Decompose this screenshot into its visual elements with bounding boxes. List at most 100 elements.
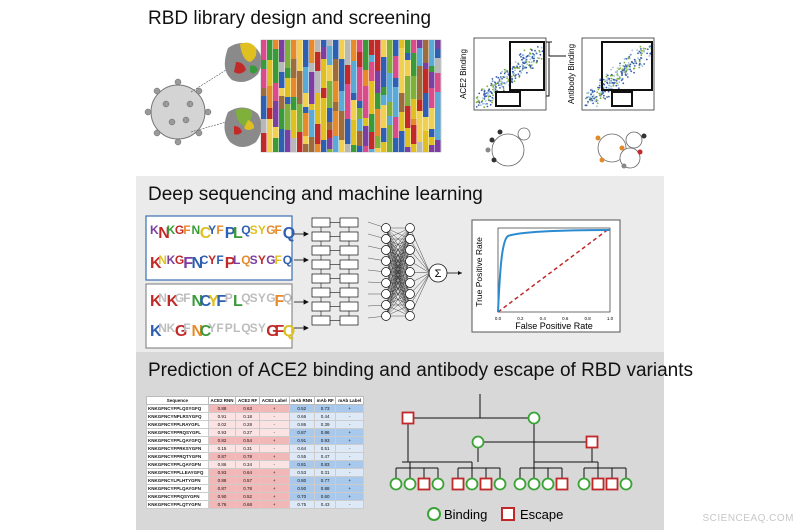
scatter-point bbox=[648, 55, 651, 57]
library-block bbox=[411, 144, 417, 152]
neuron bbox=[381, 267, 391, 277]
scatter-point bbox=[604, 97, 607, 100]
logo-letter: N bbox=[158, 253, 167, 267]
dense-layer bbox=[367, 221, 431, 321]
logo-letter: Q bbox=[283, 323, 295, 340]
scatter-point bbox=[510, 75, 513, 78]
library-block bbox=[357, 52, 363, 67]
scatter-point bbox=[506, 75, 508, 78]
scatter-point bbox=[606, 77, 609, 79]
scatter-point bbox=[608, 95, 610, 98]
logo-letter: Y bbox=[208, 293, 219, 310]
library-block bbox=[369, 132, 375, 149]
library-block bbox=[315, 71, 321, 93]
library-block bbox=[267, 86, 273, 108]
scatter-point bbox=[491, 92, 493, 94]
scatter-point bbox=[618, 68, 620, 71]
scatter-point bbox=[633, 71, 635, 74]
scatter-point bbox=[498, 80, 501, 83]
scatter-point bbox=[616, 71, 618, 74]
library-block bbox=[273, 138, 279, 152]
scatter-point bbox=[529, 52, 532, 55]
scatter-point bbox=[603, 83, 606, 86]
scatter-point bbox=[505, 81, 508, 84]
binding-node bbox=[619, 477, 633, 491]
library-block bbox=[339, 140, 345, 152]
library-block bbox=[261, 60, 267, 69]
library-block bbox=[387, 73, 393, 102]
scatter-point bbox=[521, 63, 524, 66]
library-block bbox=[435, 73, 441, 92]
library-block bbox=[315, 52, 321, 63]
scatter-point bbox=[606, 81, 608, 84]
scatter-point bbox=[534, 49, 536, 52]
neuron bbox=[381, 245, 391, 255]
library-block bbox=[333, 81, 339, 102]
scatter-point bbox=[491, 78, 494, 80]
library-block bbox=[351, 40, 357, 61]
library-block bbox=[351, 145, 357, 152]
svg-text:Σ: Σ bbox=[435, 268, 442, 280]
logo-letter: G bbox=[266, 291, 275, 305]
scatter-point bbox=[492, 94, 494, 96]
library-block bbox=[369, 81, 375, 114]
ace2-binding-facs-plot: ACE2 Binding bbox=[459, 37, 547, 111]
logo-letter: Y bbox=[208, 321, 216, 335]
scatter-point bbox=[536, 57, 539, 59]
neuron bbox=[405, 234, 415, 244]
scatter-point bbox=[640, 48, 642, 50]
library-block bbox=[285, 97, 291, 104]
scatter-point bbox=[602, 78, 605, 81]
library-block bbox=[279, 40, 285, 62]
logo-letter: Q bbox=[283, 253, 292, 267]
rnn-cell bbox=[339, 273, 359, 284]
scatter-point bbox=[529, 65, 532, 68]
logo-letter: Y bbox=[258, 253, 266, 267]
library-block bbox=[429, 129, 435, 137]
dense-connection bbox=[385, 227, 411, 262]
library-block bbox=[291, 78, 297, 97]
library-block bbox=[315, 124, 321, 144]
rnn-cell bbox=[311, 245, 331, 256]
binding-node bbox=[493, 477, 507, 491]
scatter-point bbox=[506, 77, 508, 80]
logo-letter: K bbox=[167, 223, 176, 237]
scatter-point bbox=[593, 90, 596, 93]
scatter-point bbox=[512, 65, 515, 68]
scatter-point bbox=[599, 81, 601, 84]
scatter-point bbox=[627, 57, 629, 60]
library-block bbox=[333, 102, 339, 111]
library-block bbox=[405, 40, 411, 53]
rnn-cell bbox=[311, 315, 331, 326]
scatter-point bbox=[503, 72, 506, 75]
scatter-point bbox=[514, 69, 516, 72]
scatter-point bbox=[627, 68, 630, 71]
scatter-point bbox=[630, 70, 633, 73]
library-block bbox=[399, 65, 405, 93]
library-block bbox=[423, 69, 429, 93]
library-block bbox=[297, 40, 303, 71]
binding-node bbox=[541, 477, 555, 491]
logo-letter: P bbox=[225, 255, 236, 272]
scatter-point bbox=[619, 62, 621, 65]
rbd-protein-structure-top bbox=[224, 42, 262, 82]
library-block bbox=[327, 138, 333, 149]
antibody-binding-facs-plot: Antibody Binding bbox=[567, 37, 655, 111]
scatter-point bbox=[493, 87, 496, 89]
library-block bbox=[417, 100, 423, 111]
library-block bbox=[363, 70, 369, 86]
scatter-point bbox=[619, 67, 622, 70]
scatter-point bbox=[603, 94, 605, 97]
logo-letter: C bbox=[200, 225, 212, 242]
scatter-point bbox=[522, 56, 525, 59]
rnn-cell bbox=[339, 217, 359, 228]
scatter-point bbox=[500, 82, 503, 85]
logo-letter: P bbox=[225, 321, 233, 335]
scatter-point bbox=[501, 70, 503, 73]
neuron bbox=[405, 300, 415, 310]
plot-right-ylabel: Antibody Binding bbox=[567, 44, 576, 104]
rnn-cell bbox=[339, 315, 359, 326]
scatter-point bbox=[524, 67, 526, 69]
scatter-point bbox=[608, 80, 611, 82]
